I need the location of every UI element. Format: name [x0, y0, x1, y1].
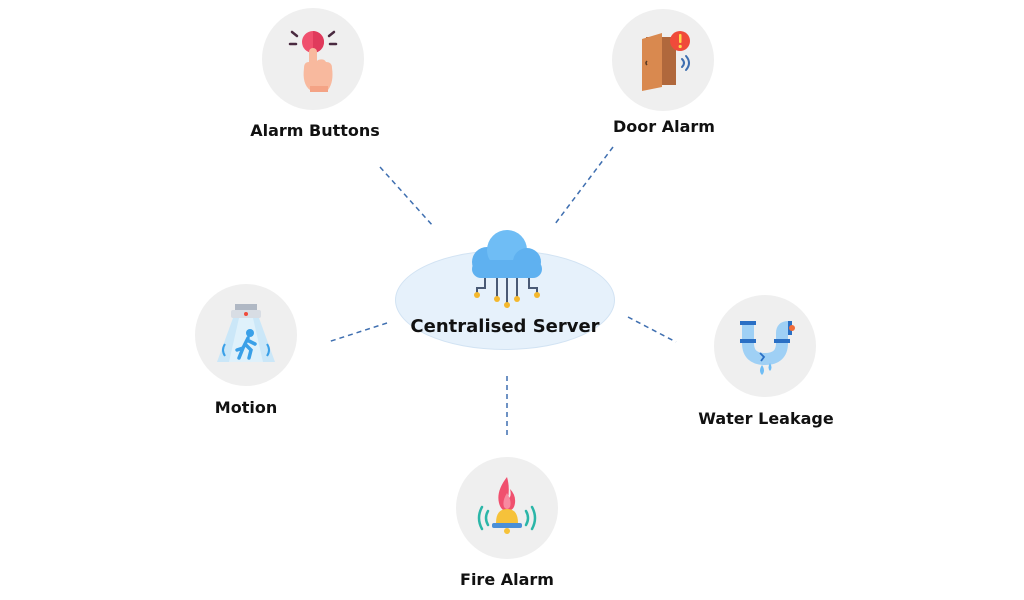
node-door-alarm: [612, 9, 714, 111]
fire-alarm-icon: [477, 477, 537, 534]
motion-sensor-icon: [217, 304, 275, 362]
center-label: Centralised Server: [410, 316, 600, 337]
connector-alarm-buttons: [379, 166, 434, 227]
connector-door-alarm: [554, 146, 614, 225]
label-fire-alarm: Fire Alarm: [460, 570, 554, 589]
label-motion: Motion: [214, 398, 278, 417]
cloud-network-icon: [472, 230, 542, 308]
alarm-button-icon: [288, 30, 338, 92]
door-alarm-icon: [642, 31, 690, 91]
node-fire-alarm: [456, 457, 558, 559]
node-water-leakage: [714, 295, 816, 397]
label-door-alarm: Door Alarm: [613, 117, 715, 136]
connector-motion: [327, 322, 388, 343]
leaking-pipe-icon: [740, 321, 795, 375]
label-alarm-buttons: Alarm Buttons: [250, 121, 380, 140]
node-motion: [195, 284, 297, 386]
label-water-leakage: Water Leakage: [698, 409, 834, 428]
connector-water-leakage: [627, 316, 677, 343]
node-alarm-buttons: [262, 8, 364, 110]
